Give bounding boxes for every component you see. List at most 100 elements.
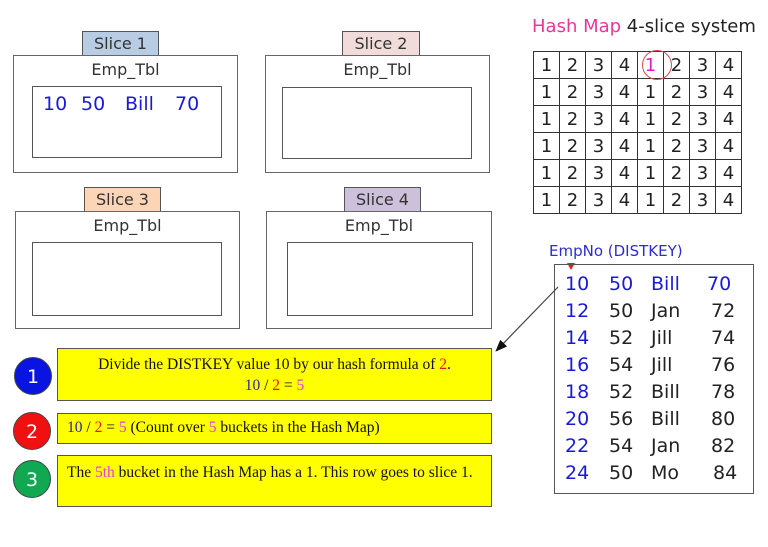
hash-map-title-highlight: Hash Map bbox=[532, 16, 622, 37]
emp-dept: 54 bbox=[609, 354, 634, 376]
emp-no: 20 bbox=[565, 408, 590, 430]
emp-no: 10 bbox=[565, 273, 590, 295]
slice-3-container: Emp_Tbl bbox=[15, 211, 240, 329]
step-1-badge: 1 bbox=[14, 357, 52, 395]
slice-2-table-body bbox=[282, 87, 472, 159]
hash-cell: 3 bbox=[689, 78, 716, 106]
step-2-bucket-count: 5 bbox=[208, 419, 217, 436]
hash-map-row: 1 2 3 4 1 2 3 4 bbox=[533, 78, 742, 106]
slice-3-tab: Slice 3 bbox=[84, 187, 161, 211]
eq-result: 5 bbox=[296, 377, 305, 394]
hash-cell: 4 bbox=[611, 132, 638, 160]
slice-1-table-body: 10 50 Bill 70 bbox=[32, 86, 222, 158]
emp-value: 74 bbox=[711, 327, 736, 349]
hash-cell: 4 bbox=[715, 159, 742, 187]
hash-cell: 2 bbox=[663, 186, 690, 214]
slice-1-row-name: Bill bbox=[125, 93, 154, 115]
emp-dept: 56 bbox=[609, 408, 634, 430]
emp-value: 72 bbox=[711, 300, 736, 322]
emp-value: 84 bbox=[713, 462, 738, 484]
step-1-divisor: 2 bbox=[439, 356, 448, 373]
hash-map-title-rest: 4-slice system bbox=[626, 16, 756, 37]
eq-op: / bbox=[82, 419, 95, 436]
step-3-badge: 3 bbox=[13, 460, 51, 498]
emp-value: 70 bbox=[707, 273, 732, 295]
slice-3-table-body bbox=[32, 242, 222, 316]
hash-cell: 2 bbox=[663, 132, 690, 160]
hash-cell: 4 bbox=[715, 132, 742, 160]
slice-2-table-name: Emp_Tbl bbox=[343, 60, 412, 79]
step-3-text-end: bucket in the Hash Map has a 1. This row… bbox=[114, 464, 473, 481]
emp-no: 24 bbox=[565, 462, 590, 484]
emp-value: 78 bbox=[711, 381, 736, 403]
eq-divisor: 2 bbox=[272, 377, 281, 394]
hash-cell: 1 bbox=[637, 159, 664, 187]
step-1-equation: 10 / 2 = 5 bbox=[58, 375, 491, 396]
step-2-text-end: buckets in the Hash Map) bbox=[216, 419, 380, 436]
slice-4-table-body bbox=[287, 242, 473, 316]
emp-dept: 52 bbox=[609, 327, 634, 349]
slice-1-row-empno: 10 bbox=[43, 93, 68, 115]
step-3-box: The 5th bucket in the Hash Map has a 1. … bbox=[57, 455, 492, 507]
hash-cell: 4 bbox=[715, 186, 742, 214]
emp-name: Jan bbox=[651, 300, 681, 322]
emp-name: Bill bbox=[651, 273, 680, 295]
hash-cell: 1 bbox=[533, 159, 560, 187]
emp-name: Bill bbox=[651, 381, 680, 403]
emp-dept: 50 bbox=[609, 300, 634, 322]
step-1-box: Divide the DISTKEY value 10 by our hash … bbox=[57, 348, 492, 401]
slice-1-container: Emp_Tbl 10 50 Bill 70 bbox=[13, 55, 238, 173]
hash-cell: 4 bbox=[611, 186, 638, 214]
emp-value: 82 bbox=[711, 435, 736, 457]
emp-no: 22 bbox=[565, 435, 590, 457]
slice-2-tab: Slice 2 bbox=[342, 31, 420, 55]
hash-cell: 2 bbox=[663, 78, 690, 106]
emp-dept: 50 bbox=[609, 462, 634, 484]
hash-cell: 3 bbox=[689, 186, 716, 214]
employee-table: 10 50 Bill 70 12 50 Jan 72 14 52 Jill 74… bbox=[554, 264, 754, 494]
hash-map-row: 1 2 3 4 1 2 3 4 bbox=[533, 159, 742, 187]
eq-dividend: 10 bbox=[67, 419, 83, 436]
emp-no: 16 bbox=[565, 354, 590, 376]
hash-cell: 1 bbox=[637, 78, 664, 106]
hash-cell: 4 bbox=[611, 78, 638, 106]
emp-no: 14 bbox=[565, 327, 590, 349]
slice-4-tab: Slice 4 bbox=[344, 187, 421, 211]
emp-name: Mo bbox=[651, 462, 680, 484]
hash-cell: 2 bbox=[559, 78, 586, 106]
emp-name: Jill bbox=[651, 354, 673, 376]
step-3-text: The bbox=[67, 464, 95, 481]
emp-value: 80 bbox=[711, 408, 736, 430]
emp-dept: 52 bbox=[609, 381, 634, 403]
hash-cell: 2 bbox=[663, 159, 690, 187]
emp-name: Jill bbox=[651, 327, 673, 349]
emp-no: 18 bbox=[565, 381, 590, 403]
slice-1-tab: Slice 1 bbox=[82, 31, 159, 55]
slice-3-table-name: Emp_Tbl bbox=[93, 216, 162, 235]
emp-value: 76 bbox=[711, 354, 736, 376]
emp-name: Jan bbox=[651, 435, 681, 457]
emp-dept: 54 bbox=[609, 435, 634, 457]
emp-dept: 50 bbox=[609, 273, 634, 295]
step-2-badge: 2 bbox=[13, 412, 51, 450]
emp-name: Bill bbox=[651, 408, 680, 430]
eq-equals: = bbox=[102, 419, 119, 436]
hash-cell: 4 bbox=[611, 159, 638, 187]
hash-cell: 3 bbox=[585, 186, 612, 214]
eq-result: 5 bbox=[118, 419, 127, 436]
step-2-text: (Count over bbox=[126, 419, 209, 436]
eq-op: / bbox=[260, 377, 273, 394]
slice-4-container: Emp_Tbl bbox=[266, 211, 492, 329]
step-3-bucket: 5th bbox=[94, 464, 115, 481]
distkey-pointer-icon bbox=[567, 263, 575, 270]
slice-1-table-name: Emp_Tbl bbox=[91, 60, 160, 79]
emp-no: 12 bbox=[565, 300, 590, 322]
hash-map-grid: 1 2 3 4 1 2 3 4 1 2 3 4 1 2 3 4 1 2 3 4 … bbox=[533, 51, 742, 214]
hash-map-title: Hash Map 4-slice system bbox=[532, 16, 756, 37]
hash-cell: 3 bbox=[585, 159, 612, 187]
hash-cell: 4 bbox=[715, 51, 742, 79]
distkey-label: EmpNo (DISTKEY) bbox=[549, 242, 683, 260]
eq-divisor: 2 bbox=[94, 419, 103, 436]
slice-4-table-name: Emp_Tbl bbox=[344, 216, 414, 235]
step-1-line-1: Divide the DISTKEY value 10 by our hash … bbox=[58, 354, 491, 375]
